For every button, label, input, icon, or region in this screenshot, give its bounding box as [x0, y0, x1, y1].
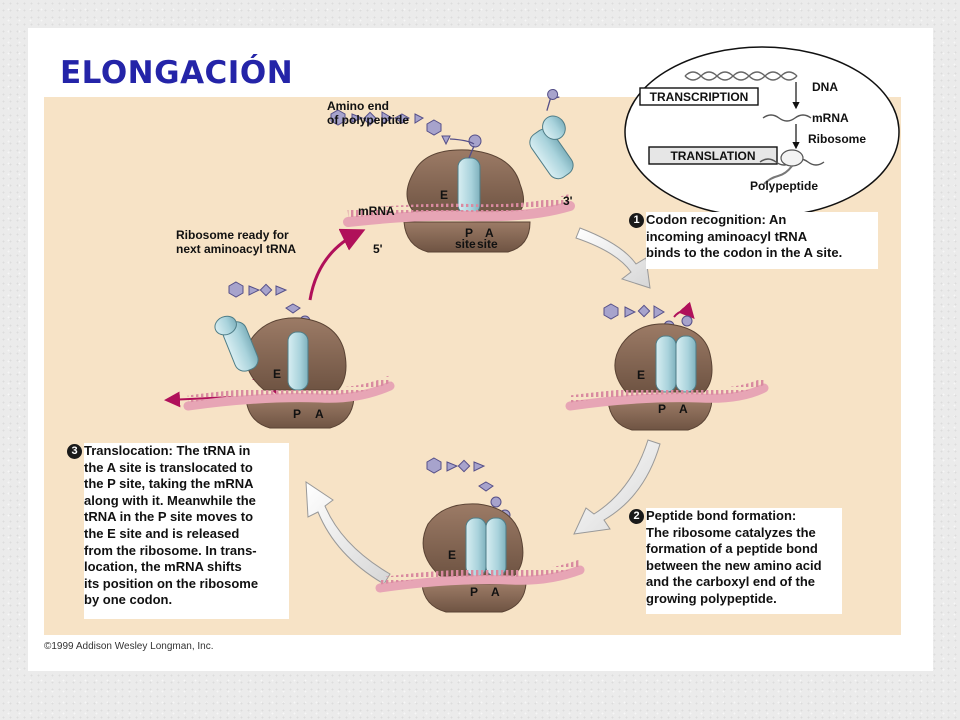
cycle-arrow-3 [305, 481, 391, 585]
transcription-label-box [639, 87, 759, 106]
e-site-label-bottom: E [448, 548, 456, 562]
step-1-number: 1 [629, 213, 644, 228]
amino-end-label-line1: Amino end [327, 99, 389, 113]
inset-mrna-label: mRNA [812, 111, 849, 125]
a-site-word: site [477, 237, 498, 251]
a-site-label-top: A [485, 226, 494, 240]
step-3-line-4: along with it. Meanwhile the [84, 492, 256, 508]
step-3-line-5: tRNA in the P site moves to [84, 509, 254, 525]
step-3-line-2: the A site is translocated to [84, 459, 253, 475]
a-site-label-bottom: A [491, 585, 500, 599]
p-site-label-left: P [293, 407, 301, 421]
translation-label: TRANSLATION [670, 149, 755, 163]
p-site-word: site [455, 237, 476, 251]
step-3-line-3: the P site, taking the mRNA [84, 476, 254, 492]
ribosome-ready-arrow [308, 228, 366, 301]
step-2-number: 2 [629, 509, 644, 524]
five-prime-label: 5' [373, 242, 383, 256]
copyright-notice: ©1999 Addison Wesley Longman, Inc. [44, 641, 214, 652]
step-3-line-9: its position on the ribosome [84, 575, 259, 591]
step-2-line-2: The ribosome catalyzes the [646, 524, 816, 540]
step-3-line-8: location, the mRNA shifts [84, 559, 242, 575]
a-site-label-right: A [679, 402, 688, 416]
ribosome-right: E P A [565, 303, 769, 431]
step-2-line-6: growing polypeptide. [646, 590, 777, 606]
inset-polypeptide-chain [763, 165, 793, 185]
slide-title: ELONGACIÓN [60, 55, 294, 91]
step-3-line-1: Translocation: The tRNA in [84, 443, 251, 458]
step-2-line-3: formation of a peptide bond [646, 541, 818, 557]
polypeptide-chain-top [330, 109, 482, 148]
step-2-box: 2 Peptide bond formation: The ribosome c… [629, 508, 842, 614]
cycle-arrow-2 [573, 439, 661, 535]
inset-ribosome-label: Ribosome [808, 132, 866, 146]
step-3-line-10: by one codon. [84, 592, 173, 608]
step-1-box: 1 Codon recognition: An incoming aminoac… [629, 212, 878, 269]
ribosome-ready-label-line2: next aminoacyl tRNA [176, 242, 296, 256]
ribosome-top: Amino end of polypeptide mRNA 3' 5' E P … [327, 88, 575, 256]
step-3-box: 3 Translocation: The tRNA in the A site … [67, 443, 289, 619]
step-1-line-1: Codon recognition: An [646, 212, 787, 227]
a-site-label-left: A [315, 407, 324, 421]
ribosome-bottom: E P A [375, 457, 585, 613]
overview-inset: TRANSCRIPTION DNA mRNA Ribosome TRANSLAT… [624, 46, 900, 218]
e-site-label-left: E [273, 367, 281, 381]
step-1-line-3: binds to the codon in the A site. [646, 245, 843, 261]
inset-mrna-strand [762, 114, 812, 122]
step-3-line-6: the E site and is released [84, 525, 240, 541]
step-3-number: 3 [67, 444, 82, 459]
mrna-strand-left [183, 381, 395, 411]
transcription-label: TRANSCRIPTION [650, 90, 749, 104]
e-site-label-top: E [440, 188, 448, 202]
step-2-line-1: Peptide bond formation: [646, 508, 797, 523]
e-site-label-right: E [637, 368, 645, 382]
inset-ribosome-icon [780, 149, 804, 167]
ribosome-left: E P A [183, 281, 395, 429]
mrna-strand-right [565, 383, 769, 411]
step-3-line-7: from the ribosome. In trans- [84, 542, 257, 558]
inset-polypeptide-label: Polypeptide [750, 179, 818, 193]
step-2-line-4: between the new amino acid [646, 557, 822, 573]
p-site-label-top: P [465, 226, 473, 240]
ribosome-ready-label-line1: Ribosome ready for [176, 228, 289, 242]
cycle-arrows [305, 227, 661, 585]
three-prime-label: 3' [563, 194, 573, 208]
dna-double-helix-icon [684, 71, 798, 81]
inset-dna-label: DNA [812, 80, 838, 94]
peptide-transfer-arrow [673, 301, 695, 319]
step-2-line-5: and the carboxyl end of the [646, 574, 816, 590]
mrna-label: mRNA [358, 204, 395, 218]
step-1-line-2: incoming aminoacyl tRNA [646, 228, 808, 244]
p-site-label-right: P [658, 402, 666, 416]
released-trna [214, 315, 259, 372]
mrna-strand-top [343, 201, 575, 227]
incoming-trna [529, 88, 574, 180]
translation-label-box [648, 146, 778, 165]
cycle-arrow-1 [575, 227, 651, 289]
amino-end-label-line2: of polypeptide [327, 113, 409, 127]
p-site-label-bottom: P [470, 585, 478, 599]
mrna-strand-bottom [375, 565, 585, 593]
